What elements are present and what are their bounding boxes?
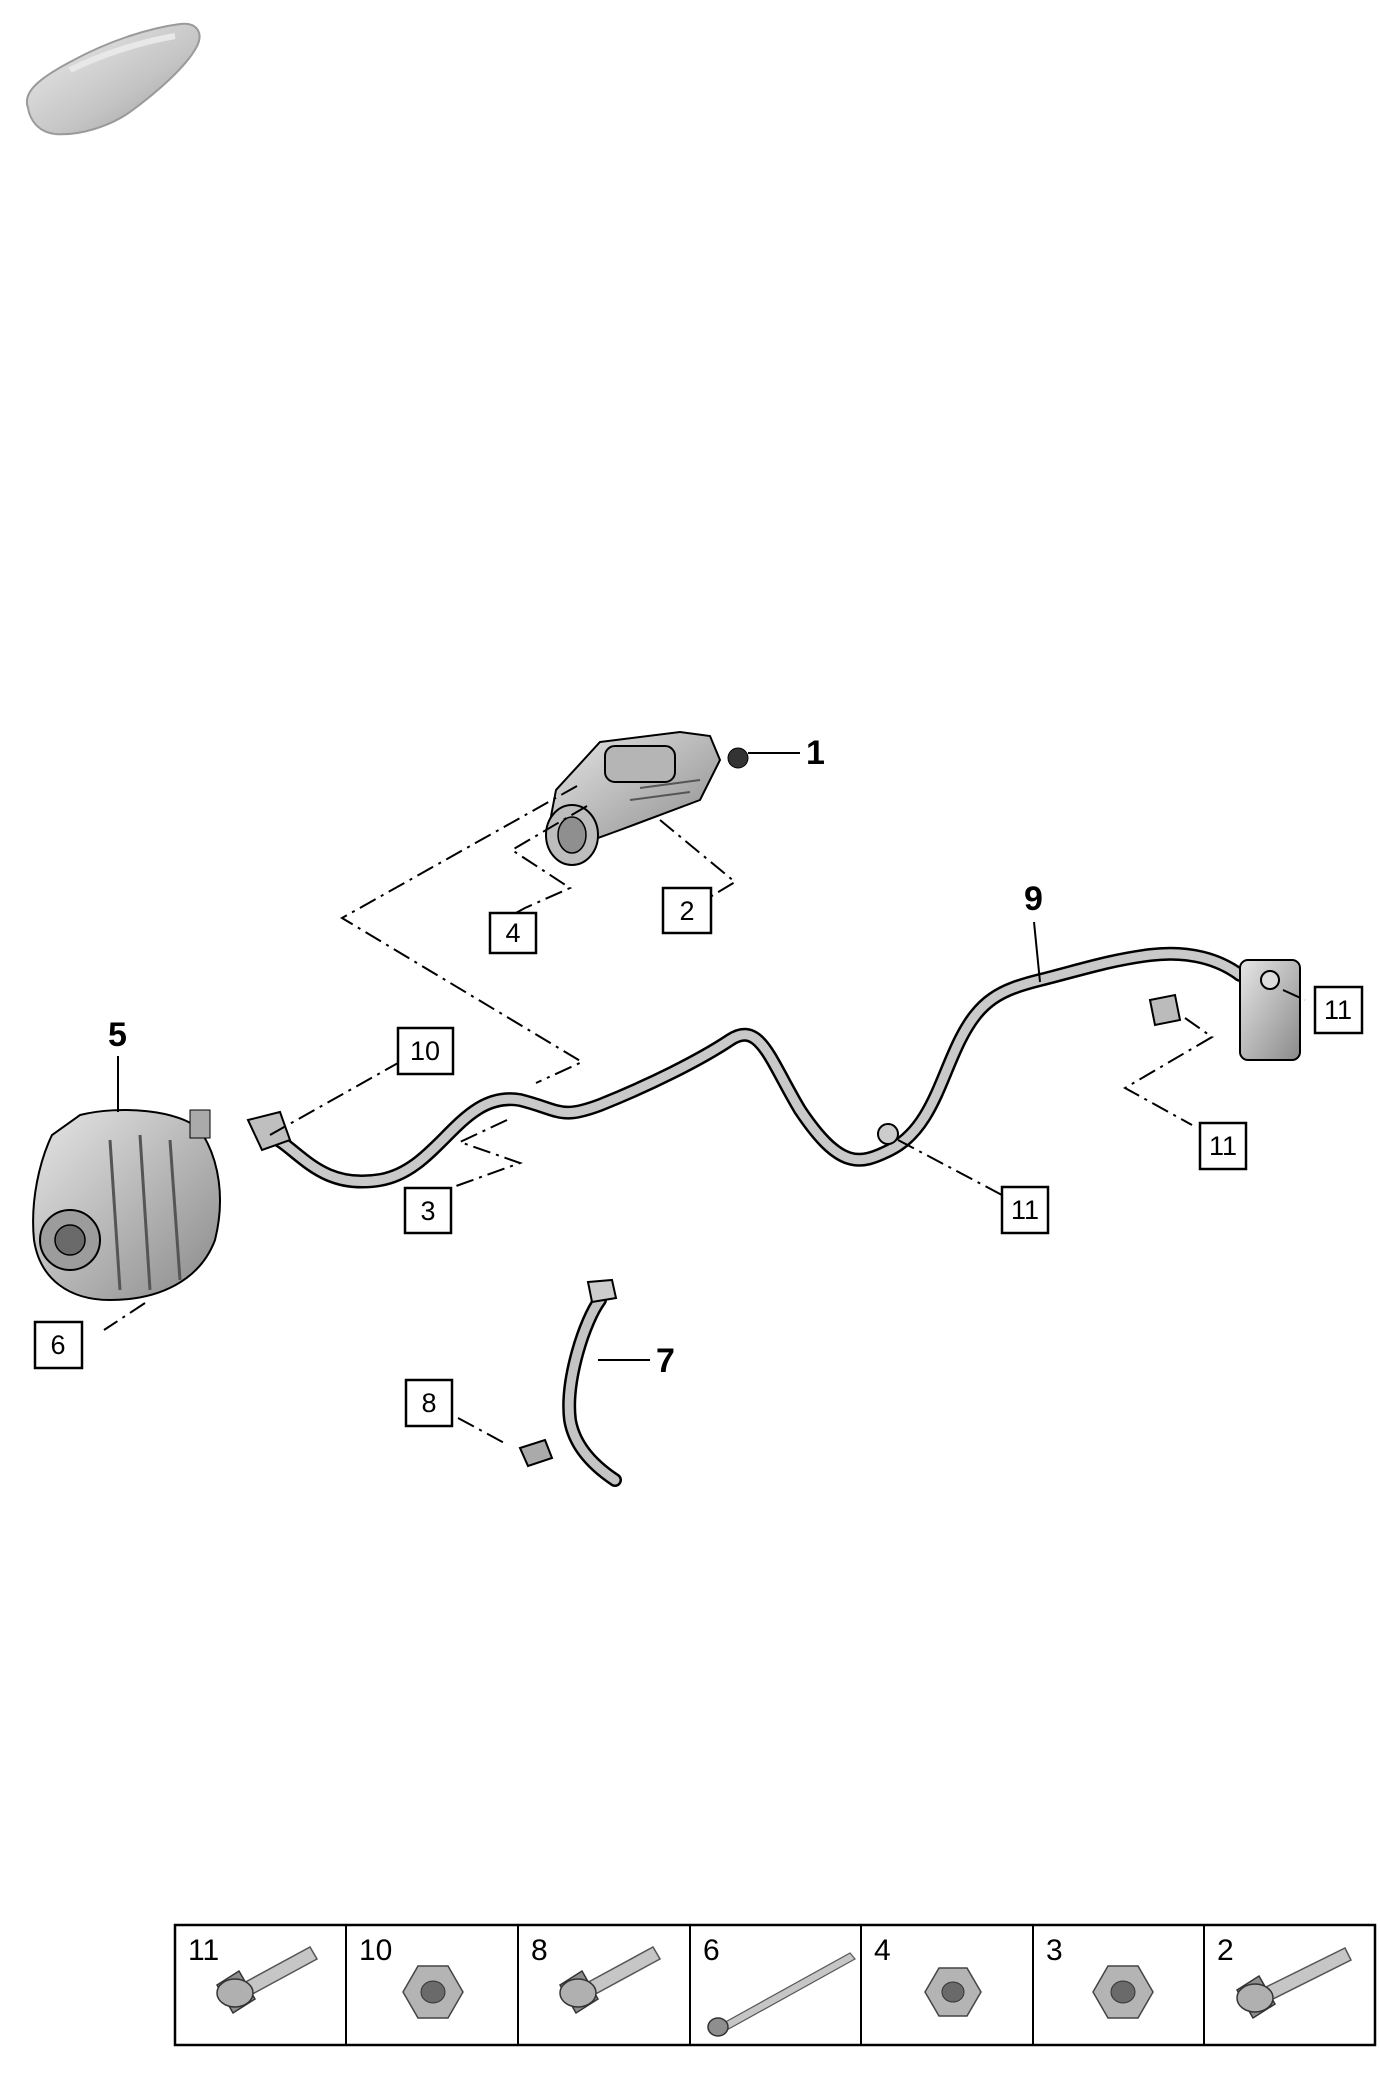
callout-9: 9 [1024, 880, 1043, 918]
ground-strap [518, 1278, 622, 1487]
legend-cell-4: 4 [874, 1934, 982, 2017]
legend-cell-6: 6 [703, 1934, 856, 2037]
battery-cable-harness [246, 946, 1301, 1189]
callout-box-4: 4 [488, 911, 538, 955]
flange-bolt-icon [215, 1945, 319, 2015]
svg-text:4: 4 [505, 918, 520, 948]
svg-text:2: 2 [1217, 1934, 1234, 1967]
flange-nut-icon [924, 1967, 982, 2017]
callout-box-11-upper-right: 11 [1313, 985, 1364, 1035]
svg-text:10: 10 [410, 1036, 440, 1066]
svg-text:10: 10 [359, 1934, 392, 1967]
svg-text:11: 11 [1209, 1131, 1237, 1161]
callout-7: 7 [656, 1342, 675, 1380]
flange-nut-icon [402, 1965, 464, 2019]
starter-motor [545, 730, 749, 866]
flange-bolt-icon [1235, 1946, 1353, 2020]
callout-box-11-lower-right: 11 [1198, 1121, 1248, 1171]
legend-cell-10: 10 [359, 1934, 464, 2019]
callout-box-6: 6 [33, 1320, 84, 1370]
svg-text:4: 4 [874, 1934, 891, 1967]
flange-bolt-icon [558, 1945, 662, 2015]
callout-box-3: 3 [403, 1186, 453, 1235]
svg-text:2: 2 [679, 896, 694, 926]
fastener-legend: 11 10 8 6 [173, 1923, 1377, 2047]
svg-text:8: 8 [421, 1388, 436, 1418]
legend-cell-11: 11 [188, 1934, 319, 2015]
svg-text:6: 6 [50, 1330, 65, 1360]
legend-cell-2: 2 [1217, 1934, 1353, 2020]
svg-text:11: 11 [1324, 995, 1352, 1025]
legend-cell-3: 3 [1046, 1934, 1154, 2019]
svg-text:6: 6 [703, 1934, 720, 1967]
svg-text:11: 11 [188, 1934, 219, 1967]
svg-text:11: 11 [1011, 1195, 1039, 1225]
legend-cell-8: 8 [531, 1934, 662, 2015]
callout-box-11-center: 11 [1000, 1185, 1050, 1235]
callout-1: 1 [806, 734, 825, 772]
long-bolt-icon [707, 1952, 856, 2037]
callout-5: 5 [108, 1016, 127, 1054]
flange-nut-icon [1092, 1965, 1154, 2019]
svg-text:3: 3 [420, 1196, 435, 1226]
alternator [32, 1109, 221, 1302]
callout-box-10: 10 [396, 1026, 455, 1076]
car-model-icon [25, 22, 201, 136]
svg-text:8: 8 [531, 1934, 548, 1967]
svg-text:3: 3 [1046, 1934, 1063, 1967]
callout-box-2: 2 [661, 886, 713, 935]
callout-box-8: 8 [404, 1378, 454, 1428]
